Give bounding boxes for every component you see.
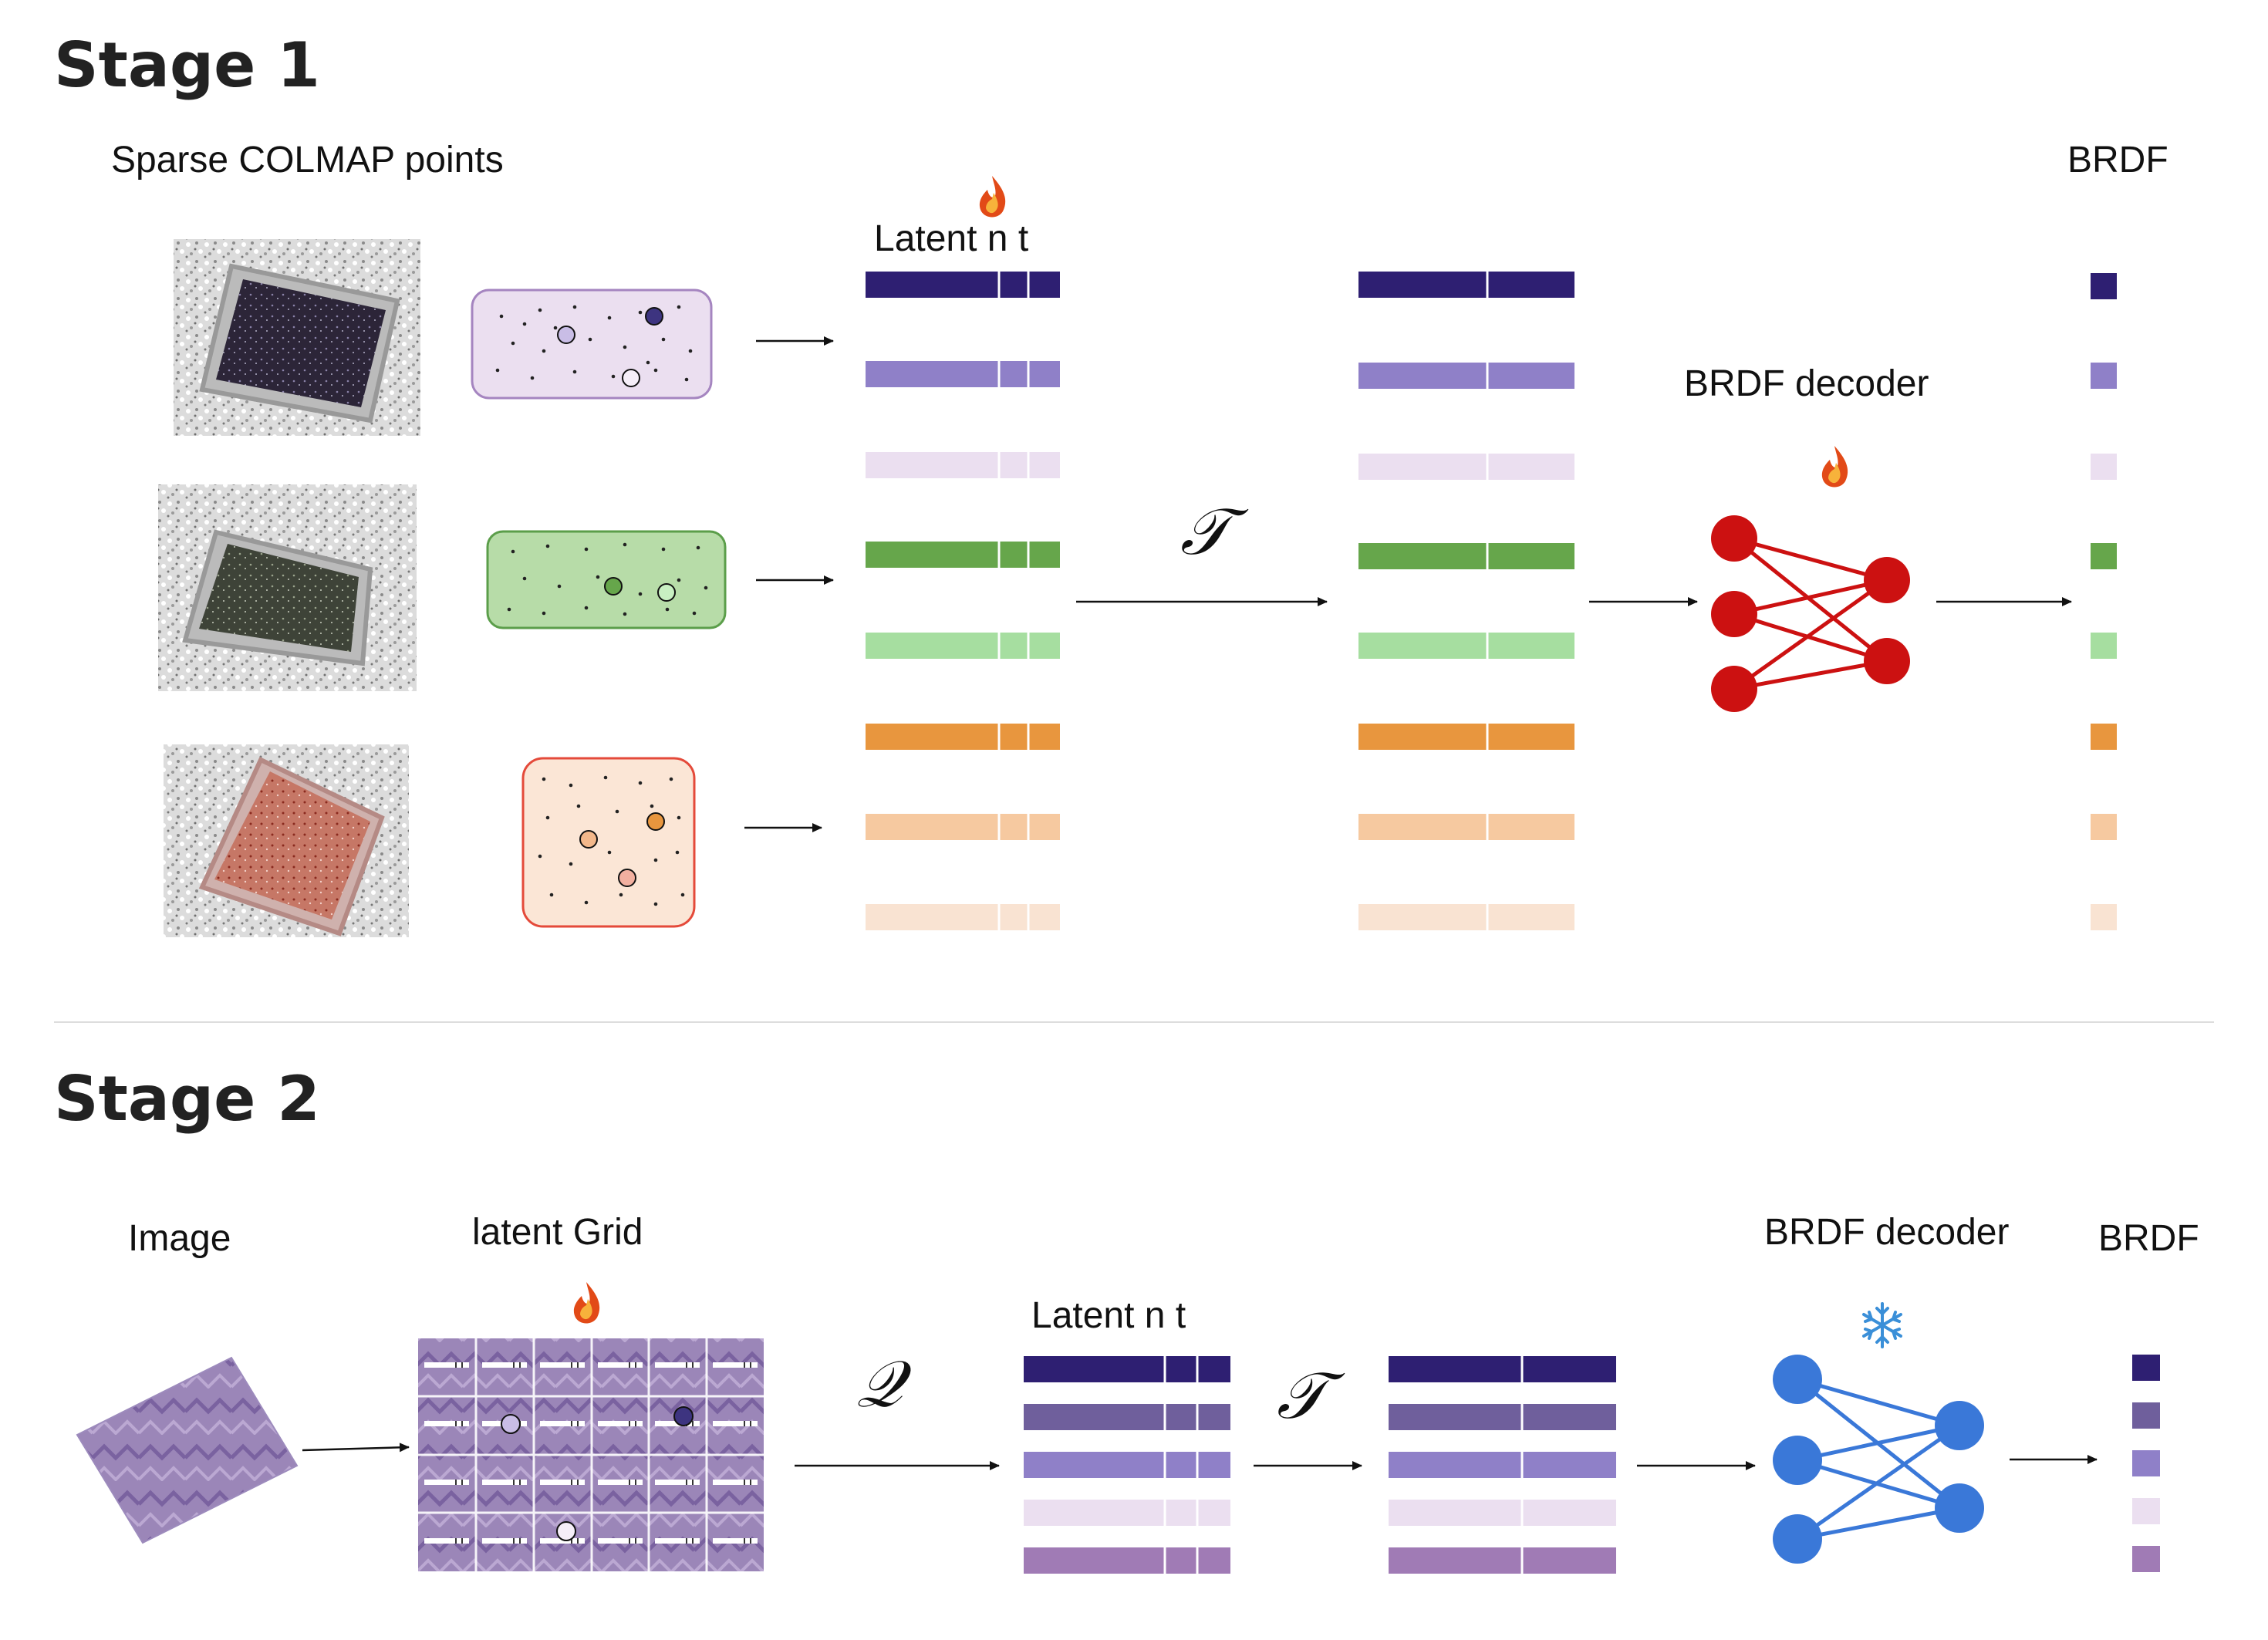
sparse-colmap-label: Sparse COLMAP points bbox=[111, 140, 504, 181]
snowflake-icon bbox=[1862, 1302, 1902, 1348]
flame-icon bbox=[573, 1282, 600, 1324]
stage1-transform-symbol: 𝒯 bbox=[1180, 494, 1230, 569]
stage1-latent-label: Latent n t bbox=[874, 218, 1029, 259]
stage2-brdf-label: BRDF bbox=[2098, 1218, 2199, 1259]
latent-bar-orange-pale bbox=[866, 904, 1060, 930]
stage2-brdf-outputs bbox=[2132, 1355, 2160, 1572]
latent-bar-green-light bbox=[866, 633, 1060, 659]
stage-2-title: Stage 2 bbox=[54, 1063, 320, 1135]
stage2-input-image bbox=[76, 1356, 299, 1544]
sparse-points-box-green bbox=[486, 530, 727, 629]
latent-bar-green-dark bbox=[866, 542, 1060, 568]
stage1-brdf-decoder-network bbox=[1711, 515, 1910, 712]
latent-bar-purple-mid bbox=[866, 361, 1060, 387]
sparse-points-box-orange bbox=[521, 757, 696, 928]
sparse-points-box-purple bbox=[471, 289, 713, 400]
latent-bar-orange-light bbox=[866, 814, 1060, 840]
stage2-latent-bars bbox=[1024, 1356, 1230, 1574]
stage1-brdf-label: BRDF bbox=[2067, 140, 2168, 181]
stage2-latent-label: Latent n t bbox=[1031, 1295, 1186, 1336]
stage1-transformed-bars bbox=[1358, 272, 1574, 930]
latent-bar-purple-dark bbox=[866, 272, 1060, 298]
flame-icon bbox=[979, 176, 1006, 218]
stage-divider bbox=[54, 1021, 2214, 1023]
stage2-decoder-label: BRDF decoder bbox=[1764, 1212, 2010, 1253]
stage2-brdf-decoder-network bbox=[1773, 1355, 1984, 1564]
stage2-quant-symbol: 𝒬 bbox=[856, 1346, 903, 1422]
stage1-input-arrows bbox=[744, 336, 834, 832]
stage2-transform-symbol: 𝒯 bbox=[1277, 1358, 1327, 1433]
stage-1-title: Stage 1 bbox=[54, 29, 320, 101]
stage2-image-label: Image bbox=[128, 1218, 231, 1259]
stage2-grid-label: latent Grid bbox=[472, 1212, 643, 1253]
pointcloud-thumbnail-purple bbox=[174, 239, 420, 436]
stage1-brdf-outputs bbox=[2091, 273, 2117, 930]
latent-grid bbox=[418, 1338, 764, 1571]
latent-bar-purple-light bbox=[866, 452, 1060, 478]
flame-icon bbox=[1821, 446, 1848, 488]
stage1-decoder-label: BRDF decoder bbox=[1684, 363, 1929, 404]
stage2-image-arrow bbox=[302, 1443, 410, 1453]
stage2-transformed-bars bbox=[1389, 1356, 1616, 1574]
pointcloud-thumbnail-green bbox=[158, 484, 417, 691]
latent-bar-orange-dark bbox=[866, 724, 1060, 750]
pointcloud-thumbnail-red bbox=[164, 744, 409, 937]
stage1-latent-bars bbox=[866, 272, 1060, 930]
